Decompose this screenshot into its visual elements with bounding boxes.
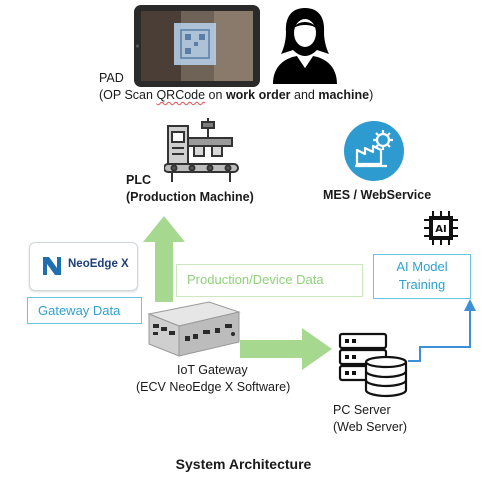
mes-label: MES / WebService <box>323 188 432 202</box>
ai-model-label-line2: Training <box>398 277 446 292</box>
mes-webservice-icon <box>344 121 404 181</box>
pc-server-icon <box>338 332 408 398</box>
server-to-ai-model-line <box>408 299 476 362</box>
production-machine-icon <box>164 118 239 182</box>
pad-desc-post: ) <box>369 88 374 102</box>
iot-gateway-device-image <box>147 301 241 357</box>
neoedge-logo-text: NeoEdge X <box>68 258 129 270</box>
gateway-data-label: Gateway Data <box>38 303 121 318</box>
pad-title: PAD <box>99 71 124 85</box>
diagram-caption: System Architecture <box>175 456 312 472</box>
ai-chip-icon: AI <box>424 211 458 245</box>
neoedge-n-icon <box>43 257 61 275</box>
ai-model-label-line1: AI Model <box>396 259 448 274</box>
operator-person-icon <box>273 8 337 84</box>
pad-desc-qrcode: QRCode <box>156 88 206 102</box>
pc-server-sublabel: (Web Server) <box>333 420 408 434</box>
production-device-data-label: Production/Device Data <box>187 272 324 287</box>
pad-desc-machine: machine <box>318 88 370 102</box>
iot-gateway-label: IoT Gateway <box>177 363 248 377</box>
neoedge-x-logo: NeoEdge X <box>29 242 138 291</box>
pc-server-label: PC Server <box>333 403 391 417</box>
plc-sublabel: (Production Machine) <box>126 190 254 204</box>
ai-chip-text: AI <box>435 224 446 235</box>
pad-desc-pre: (OP Scan <box>99 88 157 102</box>
up-arrow-to-plc <box>143 216 185 302</box>
right-arrow-to-server <box>240 328 332 370</box>
iot-gateway-sublabel: (ECV NeoEdge X Software) <box>136 380 291 394</box>
tablet-image <box>134 5 260 87</box>
ai-model-training-box: AI Model Training <box>373 254 471 299</box>
gateway-data-box: Gateway Data <box>27 297 142 324</box>
production-device-data-box: Production/Device Data <box>176 264 363 297</box>
plc-label: PLC <box>126 173 151 187</box>
pad-description: (OP Scan QRCode on work order and machin… <box>99 87 373 103</box>
pad-desc-mid2: and <box>290 88 319 102</box>
pad-desc-work-order: work order <box>225 88 291 102</box>
pad-desc-mid1: on <box>205 88 226 102</box>
